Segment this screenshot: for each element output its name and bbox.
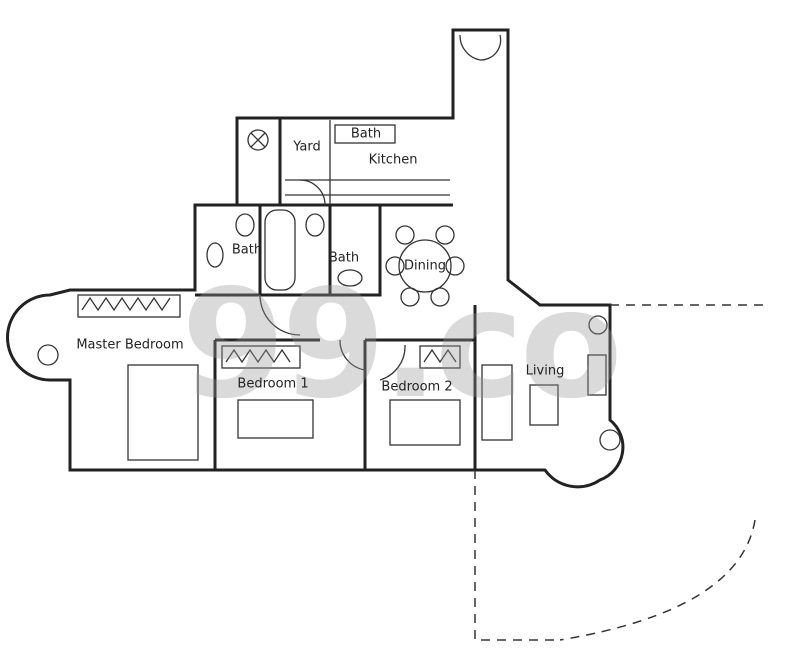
wardrobes <box>77 294 461 369</box>
room-label-kitchen-bath: Bath <box>350 126 382 142</box>
room-label-master-bedroom: Master Bedroom <box>76 337 184 353</box>
room-label-living: Living <box>525 363 565 379</box>
dining-table <box>385 225 465 307</box>
room-label-kitchen: Kitchen <box>368 152 418 168</box>
room-label-dining: Dining <box>404 258 446 274</box>
living-furniture <box>37 315 621 451</box>
outer-wall <box>6 28 625 489</box>
room-label-bath-left: Bath <box>231 242 263 258</box>
beds <box>127 364 461 461</box>
room-label-yard: Yard <box>293 139 321 155</box>
bath-fixtures <box>206 124 396 291</box>
room-label-bath-right: Bath <box>328 250 360 266</box>
kitchen-counters <box>285 120 450 205</box>
door-swings <box>259 34 502 381</box>
room-label-bedroom-1: Bedroom 1 <box>237 376 309 392</box>
interior-walls <box>195 118 477 470</box>
balcony-outline <box>474 304 765 641</box>
room-label-bedroom-2: Bedroom 2 <box>381 379 453 395</box>
watermark: 99.co <box>181 258 623 432</box>
